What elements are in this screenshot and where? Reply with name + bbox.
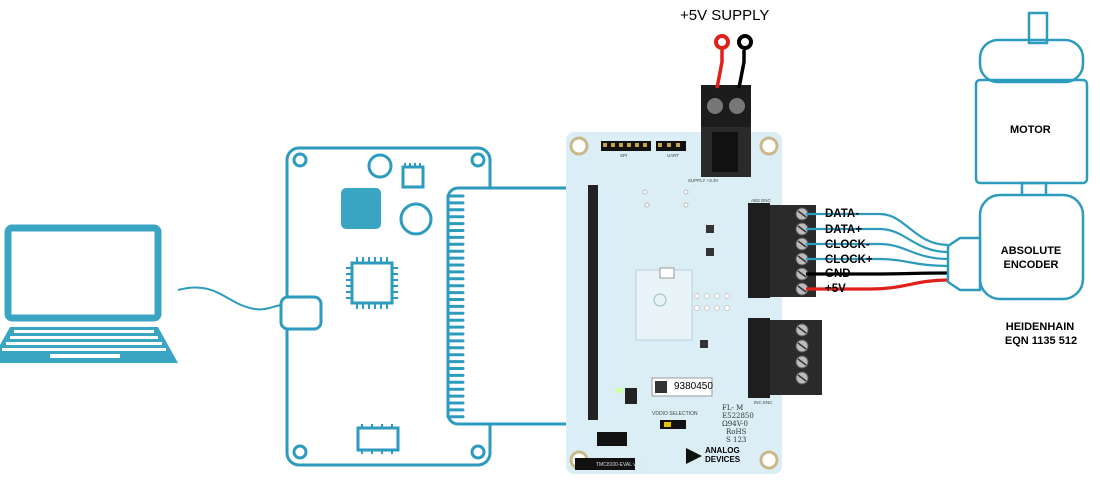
screw-slot: [797, 285, 807, 293]
wire-label-gnd: GND: [825, 268, 851, 280]
breakout-outline: [446, 186, 584, 426]
test-point: [714, 305, 720, 311]
encoder-wire: [806, 278, 949, 291]
screw-slot: [797, 255, 807, 263]
wire-label-data-minus: DATA-: [825, 208, 860, 220]
controller-chip: [341, 188, 381, 229]
board-name: TMC8100-EVAL v1.0: [596, 462, 643, 468]
board-serial: 9380450: [674, 381, 713, 392]
abs-enc-connector: [748, 203, 816, 298]
silk-line-1: FL- M: [722, 404, 744, 412]
uart-pin: [676, 143, 680, 147]
test-point: [694, 305, 700, 311]
spi-header: [601, 141, 651, 151]
spi-pin: [619, 143, 623, 147]
led: [683, 202, 689, 208]
encoder-wire: [806, 242, 949, 261]
supply-black-wire: [737, 50, 746, 89]
brand-line1: ANALOG: [705, 446, 740, 455]
spi-pin: [635, 143, 639, 147]
test-point: [714, 293, 720, 299]
silk-line-4: RoHS: [726, 428, 747, 436]
motor-icon: [946, 11, 1089, 301]
screw-slot: [797, 358, 807, 366]
test-point: [704, 293, 710, 299]
connector-label-supply: SUPPLY +3.3V: [688, 178, 719, 183]
encoder-wire: [806, 212, 949, 247]
controller-board: [279, 146, 492, 467]
led: [642, 189, 648, 195]
wire-label-clock-minus: CLOCK-: [825, 239, 870, 251]
encoder-part-line1: HEIDENHAIN: [1005, 321, 1075, 333]
test-point: [724, 305, 730, 311]
encoder-wire: [806, 271, 949, 276]
encoder-label-line1: ABSOLUTE: [1000, 245, 1062, 257]
silk-line-5: S 123: [726, 436, 747, 444]
eval-board: [566, 132, 782, 474]
led: [683, 189, 689, 195]
wire-label-clock-plus: CLOCK+: [825, 254, 873, 266]
test-point: [724, 293, 730, 299]
screw-slot: [797, 240, 807, 248]
silk-line-3: Ω94V-0: [722, 420, 748, 428]
test-point: [694, 293, 700, 299]
spi-pin: [603, 143, 607, 147]
encoder-wires: [806, 212, 949, 291]
vddio-selection-label: VDDIO SELECTION: [652, 411, 698, 417]
connector-label-inc: INC ENC: [754, 400, 773, 405]
brand-line2: DEVICES: [705, 455, 741, 464]
screw-slot: [797, 270, 807, 278]
screw-slot: [797, 225, 807, 233]
supply-label: +5V SUPPLY: [680, 7, 770, 24]
encoder-part-line2: EQN 1135 512: [1004, 335, 1078, 347]
silk-line-2: E522850: [722, 412, 754, 420]
spi-pin: [627, 143, 631, 147]
screw-slot: [797, 210, 807, 218]
motor-label: MOTOR: [1010, 124, 1051, 136]
encoder-label-line2: ENCODER: [1003, 259, 1059, 271]
uart-pin: [658, 143, 662, 147]
uart-pin: [667, 143, 671, 147]
connector-label-abs: ABS ENC: [751, 198, 771, 203]
supply-terminal: [701, 85, 751, 177]
inc-enc-connector: [748, 318, 822, 398]
supply-red-wire: [715, 50, 724, 89]
header-label-uart: UART: [667, 153, 680, 158]
screw-slot: [797, 342, 807, 350]
screw-slot: [797, 326, 807, 334]
supply-black-terminal: [737, 34, 753, 50]
mcu-pins: [346, 163, 421, 454]
encoder-wire: [806, 227, 949, 254]
laptop-icon: [0, 224, 178, 363]
screw-slot: [797, 374, 807, 382]
spi-pin: [611, 143, 615, 147]
wire-label-5v: +5V: [825, 283, 846, 295]
usb-cable: [177, 286, 283, 311]
header-label-spi: SPI: [620, 153, 628, 158]
encoder-wire: [806, 257, 949, 268]
supply-red-terminal: [714, 34, 730, 50]
wire-label-data-plus: DATA+: [825, 224, 862, 236]
led: [644, 202, 650, 208]
test-point: [704, 305, 710, 311]
spi-pin: [643, 143, 647, 147]
